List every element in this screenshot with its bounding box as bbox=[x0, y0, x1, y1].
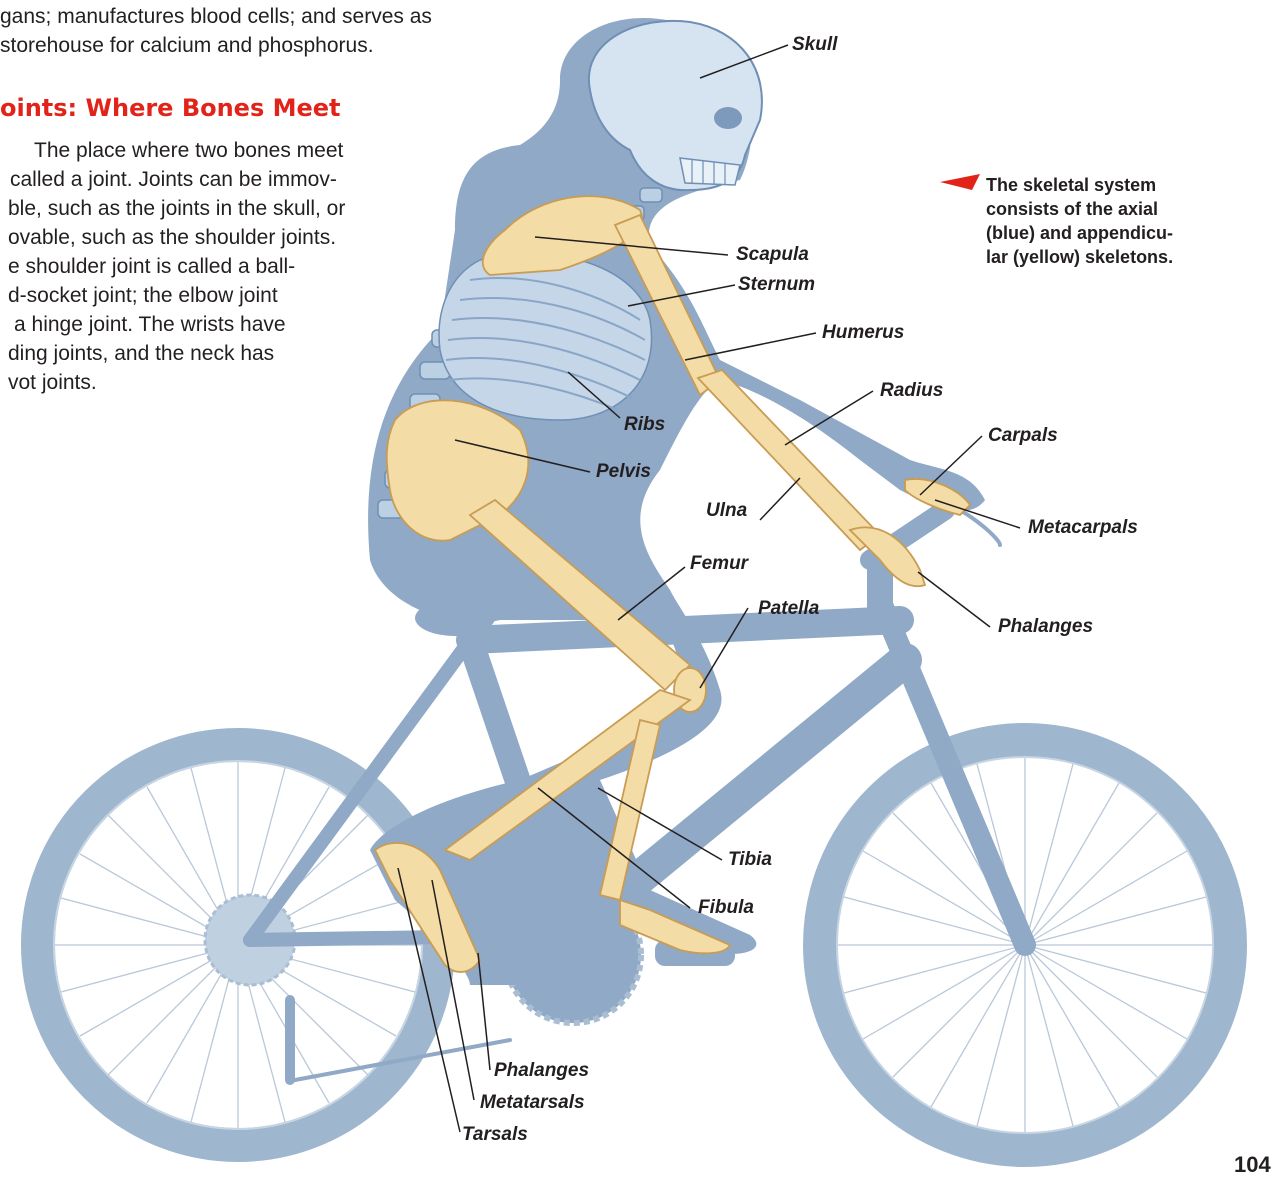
caption-arrow-icon bbox=[940, 174, 980, 190]
caption-line: consists of the axial bbox=[986, 197, 1226, 221]
intro-line: storehouse for calcium and phosphorus. bbox=[0, 31, 560, 60]
caption-line: (blue) and appendicu- bbox=[986, 221, 1226, 245]
caption-line: lar (yellow) skeletons. bbox=[986, 245, 1226, 269]
label-fibula: Fibula bbox=[698, 897, 754, 919]
body-paragraph: The place where two bones meet called a … bbox=[0, 136, 420, 397]
label-metatarsals: Metatarsals bbox=[480, 1092, 585, 1114]
label-tibia: Tibia bbox=[728, 849, 772, 871]
body-line: ding joints, and the neck has bbox=[0, 339, 420, 368]
label-femur: Femur bbox=[690, 553, 748, 575]
label-humerus: Humerus bbox=[822, 322, 904, 344]
label-pelvis: Pelvis bbox=[596, 461, 651, 483]
body-line: called a joint. Joints can be immov- bbox=[0, 165, 420, 194]
body-line: ovable, such as the shoulder joints. bbox=[0, 223, 420, 252]
label-ulna: Ulna bbox=[706, 500, 747, 522]
intro-line: gans; manufactures blood cells; and serv… bbox=[0, 2, 560, 31]
label-radius: Radius bbox=[880, 380, 943, 402]
label-ribs: Ribs bbox=[624, 414, 665, 436]
intro-paragraph: gans; manufactures blood cells; and serv… bbox=[0, 2, 560, 60]
section-heading: oints: Where Bones Meet bbox=[0, 94, 341, 122]
page-number: 104 bbox=[1234, 1152, 1271, 1178]
rib-cage bbox=[439, 254, 651, 420]
body-line: d-socket joint; the elbow joint bbox=[0, 281, 420, 310]
body-line: ble, such as the joints in the skull, or bbox=[0, 194, 420, 223]
body-line: vot joints. bbox=[0, 368, 420, 397]
label-metacarpals: Metacarpals bbox=[1028, 517, 1138, 539]
label-tarsals: Tarsals bbox=[462, 1124, 528, 1146]
label-carpals: Carpals bbox=[988, 425, 1058, 447]
label-skull: Skull bbox=[792, 34, 837, 56]
label-phalanges-foot: Phalanges bbox=[494, 1060, 589, 1082]
label-phalanges-hand: Phalanges bbox=[998, 616, 1093, 638]
figure-caption: The skeletal system consists of the axia… bbox=[986, 173, 1226, 269]
body-line: a hinge joint. The wrists have bbox=[0, 310, 420, 339]
label-patella: Patella bbox=[758, 598, 819, 620]
body-line: e shoulder joint is called a ball- bbox=[0, 252, 420, 281]
body-line: The place where two bones meet bbox=[0, 136, 420, 165]
label-sternum: Sternum bbox=[738, 274, 815, 296]
label-scapula: Scapula bbox=[736, 244, 809, 266]
caption-line: The skeletal system bbox=[986, 173, 1226, 197]
